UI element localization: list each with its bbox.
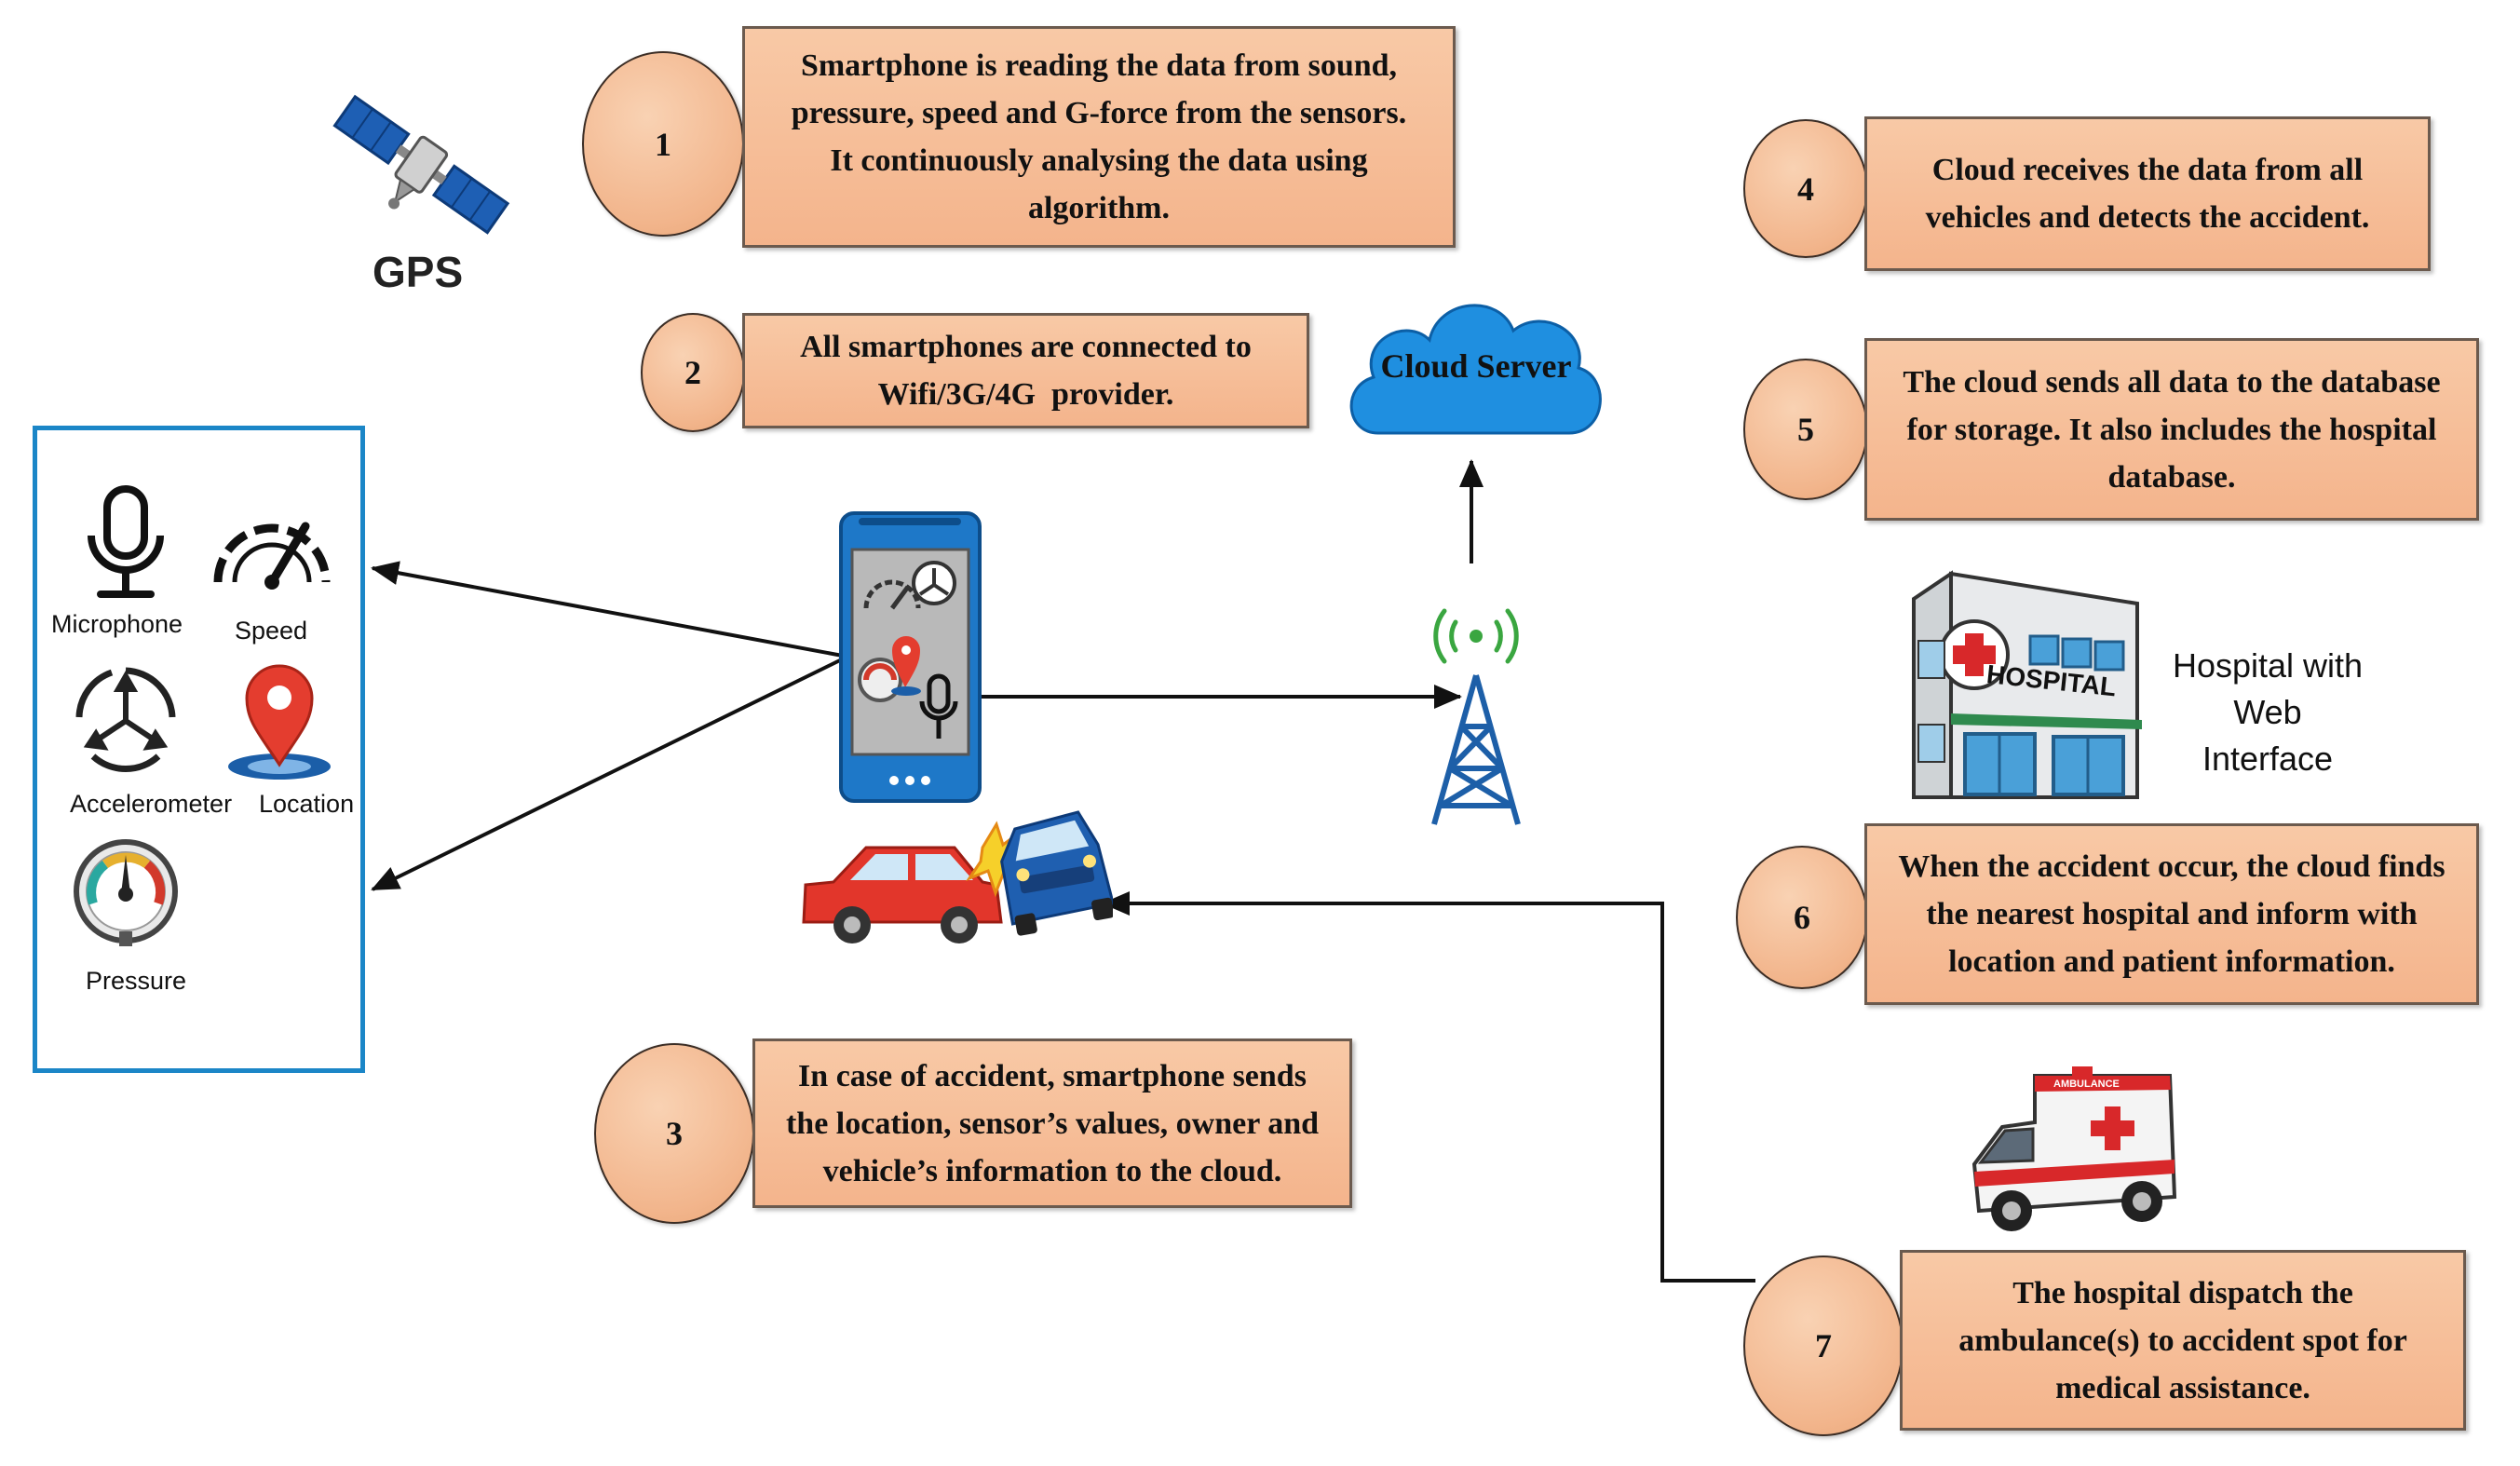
step-4-line-2: vehicles and detects the accident. [1925,200,2370,235]
step-3-circle: 3 [594,1043,754,1224]
arrow-ambulance-to-accident [1102,891,1755,1283]
step-1-circle: 1 [582,51,744,237]
arrow-phone-to-sensors-upper [371,561,848,658]
step-5-line-3: database. [2107,459,2236,495]
step-6-line-1: When the accident occur, the cloud finds [1898,849,2445,884]
cloud-server-label: Cloud Server [1380,347,1572,385]
sensor-panel [33,426,365,1073]
location-label: Location [259,790,355,818]
step-3-line-3: vehicle’s information to the cloud. [822,1153,1282,1188]
hospital-label-line2: Interface [2202,740,2334,778]
step-7-line-3: medical assistance. [2055,1370,2310,1405]
step-6-box: When the accident occur, the cloud finds… [1864,823,2479,1005]
step-7-box: The hospital dispatch the ambulance(s) t… [1900,1250,2466,1431]
step-5-line-1: The cloud sends all data to the database [1903,364,2441,400]
step-5-circle: 5 [1743,359,1868,500]
step-7-line-1: The hospital dispatch the [2012,1275,2353,1310]
hospital-building-icon [1912,570,2142,799]
step-7-line-2: ambulance(s) to accident spot for [1958,1323,2407,1358]
step-5-box: The cloud sends all data to the database… [1864,338,2479,521]
step-6-line-2: the nearest hospital and inform with [1926,897,2418,931]
ambulance-sign: AMBULANCE [2053,1079,2120,1090]
step-3-line-1: In case of accident, smartphone sends [798,1058,1307,1093]
ambulance-icon [1971,1066,2177,1231]
pressure-gauge-icon [74,839,178,946]
step-4-line-1: Cloud receives the data from all [1931,153,2364,187]
step-4-box: Cloud receives the data from all vehicle… [1864,116,2431,271]
accelerometer-label: Accelerometer [70,790,233,818]
car-crash-icon [802,810,1113,943]
speedometer-icon [213,522,331,590]
step-1-line-4: algorithm. [1027,191,1171,225]
step-2-box: All smartphones are connected to Wifi/3G… [742,313,1309,428]
accelerometer-icon [75,667,176,772]
step-4-circle: 4 [1743,119,1868,258]
arrow-phone-to-sensors-lower [371,655,848,891]
step-6-line-3: location and patient information. [1948,944,2395,979]
satellite-icon [332,94,510,235]
smartphone-icon [839,511,982,803]
step-6-circle: 6 [1736,846,1868,989]
step-1-line-2: pressure, speed and G-force from the sen… [791,96,1407,130]
hospital-label-line1: Hospital with Web [2172,646,2364,731]
step-7-circle: 7 [1743,1256,1904,1436]
step-1-line-3: It continuously analysing the data using [830,143,1368,178]
step-1-line-1: Smartphone is reading the data from soun… [800,48,1398,83]
gps-label: GPS [373,248,464,296]
cell-tower-icon [1431,608,1521,825]
step-3-line-2: the location, sensor’s values, owner and [785,1106,1320,1141]
step-5-line-2: for storage. It also includes the hospit… [1906,412,2437,447]
hospital-label: Hospital with Web Interface [2147,643,2389,782]
step-3-box: In case of accident, smartphone sends th… [752,1038,1352,1208]
cloud-icon [1349,304,1602,435]
location-pin-icon [228,664,331,780]
step-1-box: Smartphone is reading the data from soun… [742,26,1456,248]
step-2-line-2: Wifi/3G/4G provider. [877,377,1174,412]
pressure-label: Pressure [86,967,187,995]
step-2-circle: 2 [641,313,745,432]
step-2-line-1: All smartphones are connected to [800,330,1252,364]
microphone-label: Microphone [51,610,183,638]
microphone-icon [88,485,164,598]
speed-label: Speed [235,617,308,645]
